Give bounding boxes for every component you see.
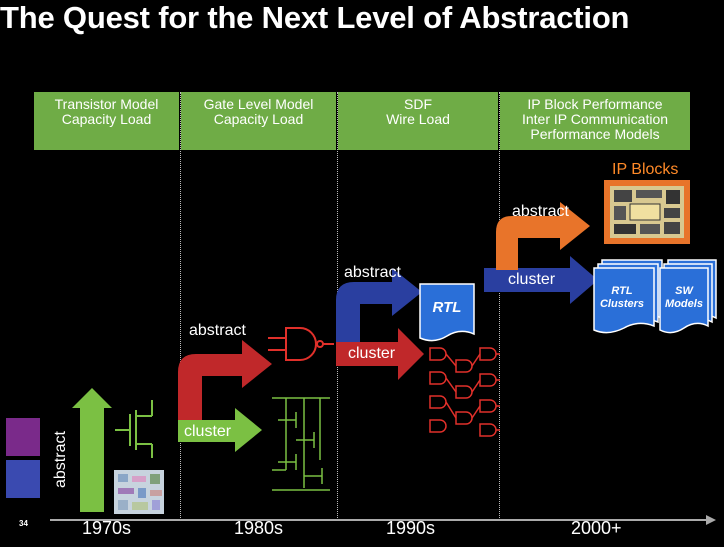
cluster-arrow-red: [336, 328, 424, 380]
header-line: Gate Level Model: [203, 96, 314, 112]
abstract-label-1980s: abstract: [189, 322, 246, 339]
accent-square-blue: [6, 460, 40, 498]
sw-models-label-line1: SW: [675, 285, 694, 297]
era-divider: [499, 92, 500, 518]
abstract-arrow-green: [72, 388, 112, 512]
era-divider: [180, 92, 181, 518]
accent-square-purple: [6, 418, 40, 456]
header-line: Capacity Load: [61, 111, 152, 127]
header-transistor-model: Transistor Model Capacity Load: [34, 92, 179, 150]
cluster-arrow-green: [178, 408, 262, 452]
header-line: Performance Models: [530, 126, 660, 142]
cluster-label-1990s: cluster: [348, 345, 396, 362]
cluster-label-1980s: cluster: [184, 423, 232, 440]
header-line: Wire Load: [386, 111, 450, 127]
chip-layout-icon: [114, 470, 164, 514]
rtl-clusters-label-line1: RTL: [611, 285, 632, 297]
header-line: IP Block Performance: [527, 96, 663, 112]
decade-label-1970s: 1970s: [82, 518, 132, 538]
abstract-arrow-orange: [496, 202, 590, 270]
slide-title: The Quest for the Next Level of Abstract…: [0, 0, 630, 35]
abstract-arrow-blue: [336, 268, 422, 342]
header-line: Transistor Model: [54, 96, 159, 112]
ip-block-chip-icon: [604, 180, 690, 244]
header-line: Capacity Load: [213, 111, 304, 127]
cluster-label-2000s: cluster: [508, 271, 556, 288]
rtl-document-icon: RTL: [419, 283, 475, 342]
abstract-label-1970s: abstract: [52, 431, 69, 488]
sw-models-icon: SW Models: [659, 259, 717, 334]
gate-netlist-icon: [429, 347, 500, 437]
header-gate-level-model: Gate Level Model Capacity Load: [181, 92, 336, 150]
abstract-label-2000s: abstract: [512, 203, 569, 220]
abstract-arrow-red: [178, 340, 272, 420]
decade-label-1980s: 1980s: [234, 518, 284, 538]
header-line: Inter IP Communication: [521, 111, 669, 127]
header-ip-block-performance: IP Block Performance Inter IP Communicat…: [500, 92, 690, 150]
abstract-label-1990s: abstract: [344, 264, 401, 281]
decade-label-2000s: 2000+: [571, 518, 622, 538]
transistor-icon: [115, 400, 153, 458]
rtl-clusters-icon: RTL Clusters: [593, 259, 663, 334]
sw-models-label-line2: Models: [665, 298, 703, 310]
timeline-axis: [50, 515, 716, 525]
ip-blocks-label: IP Blocks: [612, 161, 679, 178]
rtl-clusters-label-line2: Clusters: [600, 298, 644, 310]
decade-label-1990s: 1990s: [386, 518, 436, 538]
header-sdf: SDF Wire Load: [338, 92, 498, 150]
gate-netlist-icon: [272, 397, 330, 491]
header-line: SDF: [404, 96, 432, 112]
rtl-label: RTL: [433, 299, 462, 316]
page-number: 34: [19, 519, 28, 528]
nand-gate-icon: [268, 327, 334, 361]
